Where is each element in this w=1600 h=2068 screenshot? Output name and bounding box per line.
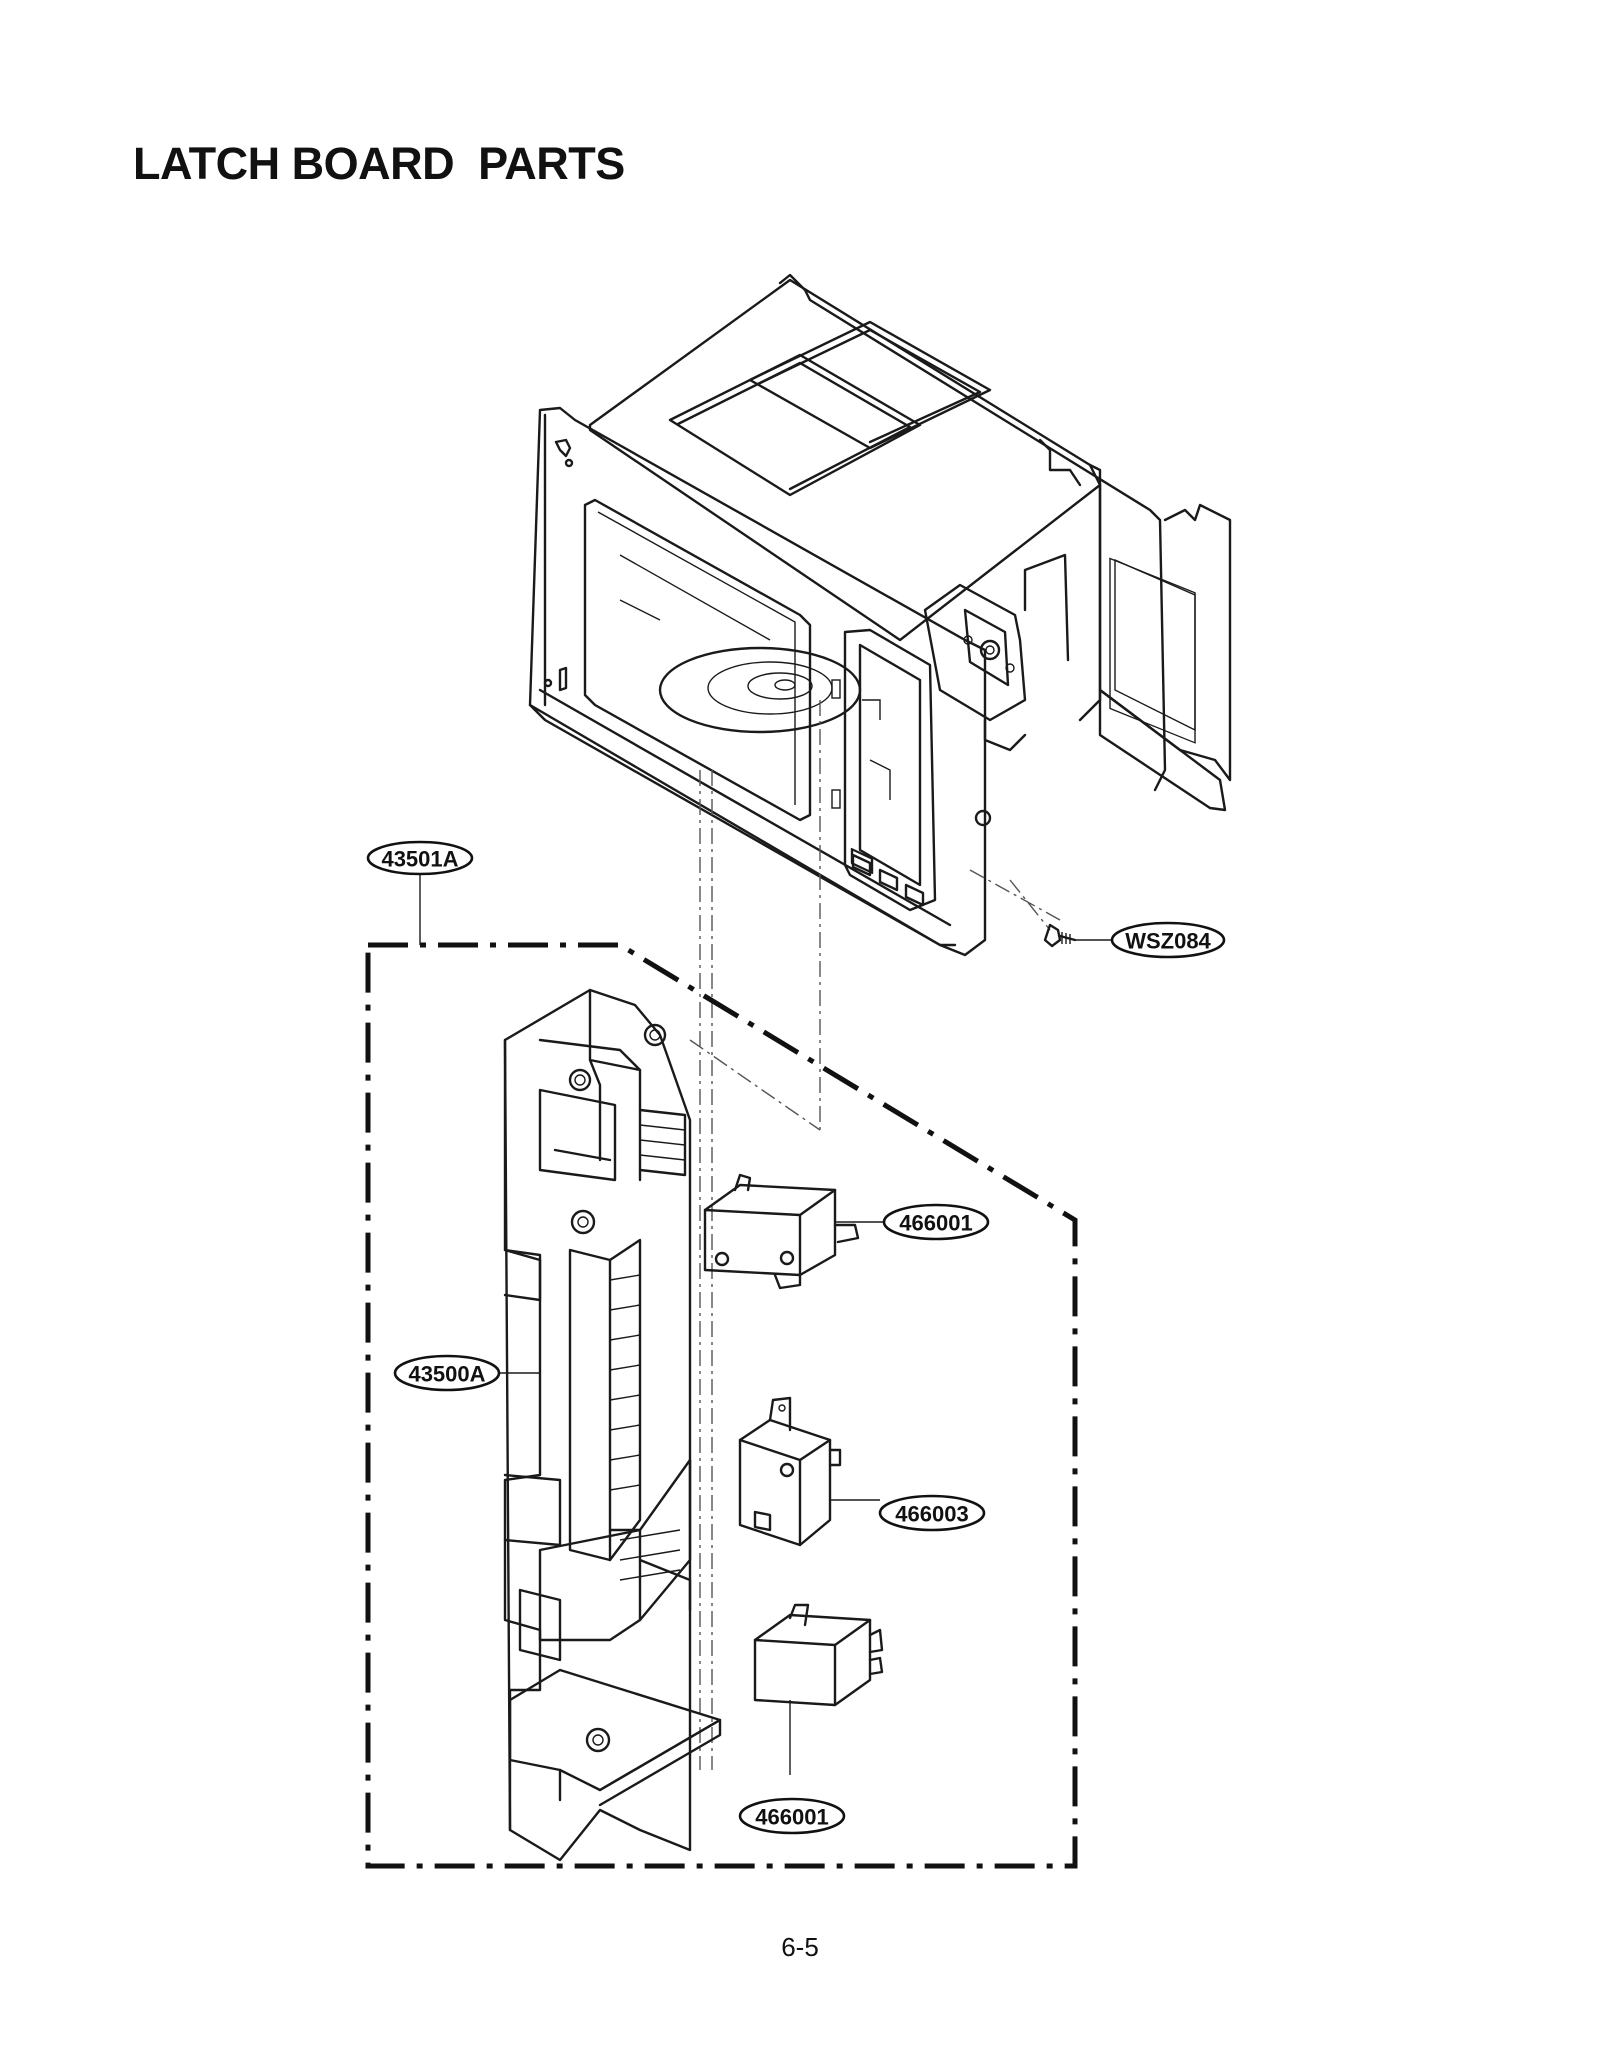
- callout-43500A-label: 43500A: [408, 1362, 485, 1387]
- assembly-center-lines: [689, 700, 1061, 1770]
- callout-43501A: 43501A: [366, 840, 474, 876]
- switch-466001-upper: [703, 1173, 860, 1290]
- oven-cavity: [528, 273, 1232, 957]
- callout-WSZ084-label: WSZ084: [1125, 929, 1211, 954]
- callout-466001-lower-label: 466001: [755, 1805, 828, 1830]
- leader-lines: [419, 872, 1112, 1775]
- screw-wsz084: [1043, 923, 1077, 948]
- callout-466001-upper-label: 466001: [899, 1211, 972, 1236]
- callout-466001-upper: 466001: [882, 1203, 990, 1241]
- callout-466003: 466003: [878, 1494, 986, 1532]
- callout-43501A-label: 43501A: [381, 847, 458, 872]
- page-number: 6-5: [781, 1932, 819, 1962]
- assembly-boundary: [365, 942, 1078, 1869]
- callout-466003-label: 466003: [895, 1502, 968, 1527]
- switch-466001-lower: [753, 1603, 884, 1707]
- callout-466001-lower: 466001: [738, 1797, 846, 1835]
- latch-board-part: [503, 988, 722, 1862]
- switch-466003-middle: [738, 1396, 842, 1547]
- page-title: LATCH BOARD PARTS: [133, 138, 625, 189]
- callout-43500A: 43500A: [393, 1354, 501, 1392]
- callout-WSZ084: WSZ084: [1110, 921, 1226, 959]
